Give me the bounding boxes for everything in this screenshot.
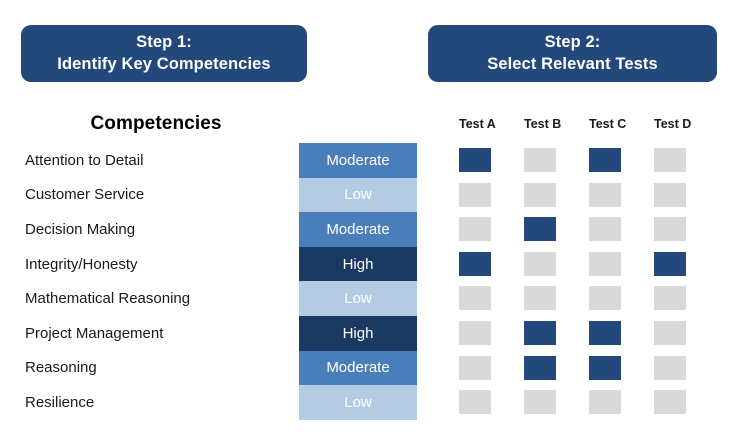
step-1-title-line2: Identify Key Competencies — [57, 54, 271, 73]
competencies-heading: Competencies — [90, 113, 222, 134]
test-cell-selected[interactable] — [524, 355, 556, 380]
test-cell-unselected[interactable] — [524, 148, 556, 172]
competency-rating-cell: High — [299, 246, 417, 282]
competency-label: Reasoning — [25, 359, 97, 377]
test-column-header: Test B — [524, 117, 562, 131]
test-cell-selected[interactable] — [524, 217, 556, 242]
test-cell-unselected[interactable] — [654, 320, 686, 345]
step-1-header: Step 1: Identify Key Competencies — [21, 25, 307, 82]
test-cell-selected[interactable] — [459, 251, 491, 276]
step-2-title-line1: Step 2: — [544, 32, 601, 51]
test-matrix-row — [459, 247, 705, 282]
test-cell-unselected[interactable] — [589, 217, 621, 242]
test-cell-unselected[interactable] — [654, 390, 686, 415]
test-cell-unselected[interactable] — [459, 217, 491, 242]
test-column-header: Test C — [589, 117, 627, 131]
test-matrix-row — [459, 316, 705, 351]
test-cell-selected[interactable] — [589, 355, 621, 380]
test-cell-unselected[interactable] — [459, 182, 491, 207]
competency-rating-cell: Moderate — [299, 143, 417, 178]
test-matrix-row — [459, 212, 705, 247]
test-column-header: Test A — [459, 117, 496, 131]
test-cell-unselected[interactable] — [589, 251, 621, 276]
test-cell-unselected[interactable] — [459, 320, 491, 345]
test-matrix-row — [459, 385, 705, 420]
test-matrix-row — [459, 281, 705, 316]
test-cell-selected[interactable] — [459, 148, 491, 172]
step-2-title-line2: Select Relevant Tests — [487, 54, 658, 73]
competency-rating-cell: Moderate — [299, 212, 417, 247]
competency-rating-cell: High — [299, 315, 417, 351]
test-cell-unselected[interactable] — [459, 286, 491, 311]
competency-label: Attention to Detail — [25, 151, 144, 169]
test-matrix-row — [459, 143, 705, 178]
test-cell-unselected[interactable] — [589, 390, 621, 415]
test-column-header: Test D — [654, 117, 692, 131]
competency-label: Resilience — [25, 393, 95, 411]
test-matrix-row — [459, 351, 705, 386]
test-cell-selected[interactable] — [589, 148, 621, 172]
test-cell-selected[interactable] — [524, 320, 556, 345]
competency-rating-cell: Moderate — [299, 350, 417, 386]
step-1-title-line1: Step 1: — [136, 32, 192, 51]
tests-matrix-grid — [459, 143, 705, 421]
test-cell-unselected[interactable] — [654, 355, 686, 380]
tests-column-header-row: Test A Test B Test C Test D — [440, 117, 705, 135]
test-cell-unselected[interactable] — [524, 251, 556, 276]
test-matrix-row — [459, 178, 705, 213]
competency-label: Project Management — [25, 324, 164, 342]
test-cell-unselected[interactable] — [589, 182, 621, 207]
test-cell-unselected[interactable] — [654, 148, 686, 172]
competency-rating-cell: Low — [299, 177, 417, 213]
test-cell-unselected[interactable] — [524, 182, 556, 207]
test-cell-unselected[interactable] — [654, 182, 686, 207]
test-cell-unselected[interactable] — [589, 286, 621, 311]
test-cell-unselected[interactable] — [459, 355, 491, 380]
competency-rating-cell: Low — [299, 281, 417, 316]
step-2-header: Step 2: Select Relevant Tests — [428, 25, 717, 82]
competency-label: Decision Making — [25, 220, 136, 238]
competency-label: Customer Service — [25, 186, 145, 204]
test-cell-unselected[interactable] — [654, 286, 686, 311]
test-cell-selected[interactable] — [589, 320, 621, 345]
competency-label: Integrity/Honesty — [25, 255, 138, 273]
test-cell-unselected[interactable] — [524, 390, 556, 415]
test-cell-unselected[interactable] — [654, 217, 686, 242]
competency-rating-cell: Low — [299, 385, 417, 420]
test-cell-selected[interactable] — [654, 251, 686, 276]
competency-label: Mathematical Reasoning — [25, 290, 191, 308]
test-cell-unselected[interactable] — [459, 390, 491, 415]
test-cell-unselected[interactable] — [524, 286, 556, 311]
